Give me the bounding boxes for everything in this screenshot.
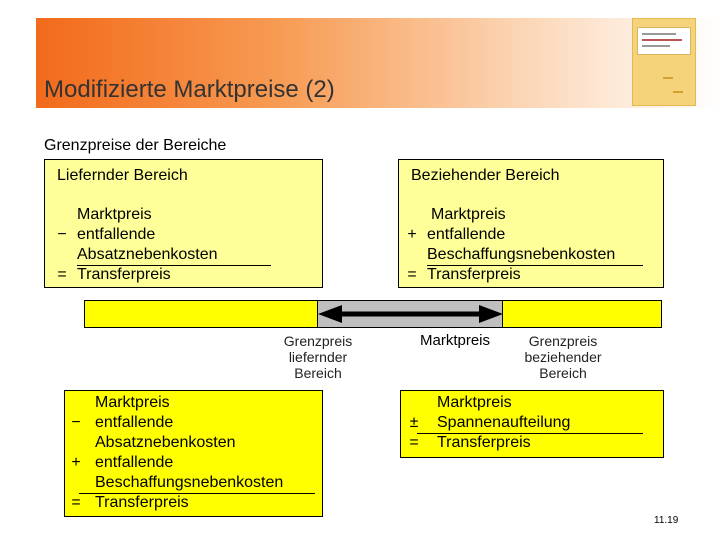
header-band bbox=[36, 18, 720, 108]
calc-row: =Transferpreis bbox=[409, 434, 531, 451]
supplying-limit-calculation: Marktpreis −entfallende Absatznebenkoste… bbox=[69, 393, 319, 513]
supplying-division-box: Liefernder Bereich Marktpreis −entfallen… bbox=[44, 159, 323, 288]
limit-price-supplying-label: Grenzpreis liefernder Bereich bbox=[283, 333, 353, 381]
sum-line bbox=[79, 493, 315, 494]
sum-line bbox=[77, 265, 271, 266]
calc-row: Marktpreis bbox=[77, 206, 152, 223]
sum-line bbox=[417, 433, 643, 434]
supplying-calculation: Marktpreis −entfallende Absatznebenkoste… bbox=[55, 205, 285, 285]
calc-row: +entfallende bbox=[407, 226, 506, 243]
supplying-division-heading: Liefernder Bereich bbox=[57, 167, 188, 184]
book-title-strip bbox=[637, 27, 691, 55]
sum-line bbox=[427, 265, 643, 266]
calc-row: +entfallende bbox=[71, 454, 174, 471]
calc-row: Marktpreis bbox=[431, 206, 506, 223]
calc-row: Absatznebenkosten bbox=[95, 434, 236, 451]
book-cover-image bbox=[632, 18, 696, 106]
market-price-label: Marktpreis bbox=[419, 332, 490, 349]
calc-row: =Transferpreis bbox=[57, 266, 171, 283]
receiving-division-box: Beziehender Bereich Marktpreis +entfalle… bbox=[398, 159, 664, 288]
calc-row: Marktpreis bbox=[437, 394, 512, 411]
market-price-split-calculation: Marktpreis ±Spannenaufteilung =Transferp… bbox=[407, 393, 657, 453]
supplying-limit-price-box: Marktpreis −entfallende Absatznebenkoste… bbox=[64, 390, 323, 517]
calc-row: =Transferpreis bbox=[407, 266, 521, 283]
calc-row: −entfallende bbox=[57, 226, 156, 243]
calc-row: −entfallende bbox=[71, 414, 174, 431]
calc-row: Beschaffungsnebenkosten bbox=[95, 474, 284, 491]
calc-row: Beschaffungsnebenkosten bbox=[427, 246, 616, 263]
calc-row: Absatznebenkosten bbox=[77, 246, 218, 263]
calc-row: =Transferpreis bbox=[71, 494, 189, 511]
page-number: 11.19 bbox=[654, 515, 679, 526]
section-subtitle: Grenzpreise der Bereiche bbox=[44, 137, 227, 154]
market-price-split-box: Marktpreis ±Spannenaufteilung =Transferp… bbox=[400, 390, 664, 458]
limit-price-receiving-label: Grenzpreis beziehender Bereich bbox=[524, 333, 602, 381]
receiving-division-heading: Beziehender Bereich bbox=[411, 167, 560, 184]
calc-row: Marktpreis bbox=[95, 394, 170, 411]
slide-title: Modifizierte Marktpreise (2) bbox=[44, 76, 335, 103]
receiving-calculation: Marktpreis +entfallende Beschaffungsnebe… bbox=[405, 205, 655, 285]
calc-row: ±Spannenaufteilung bbox=[409, 414, 571, 431]
